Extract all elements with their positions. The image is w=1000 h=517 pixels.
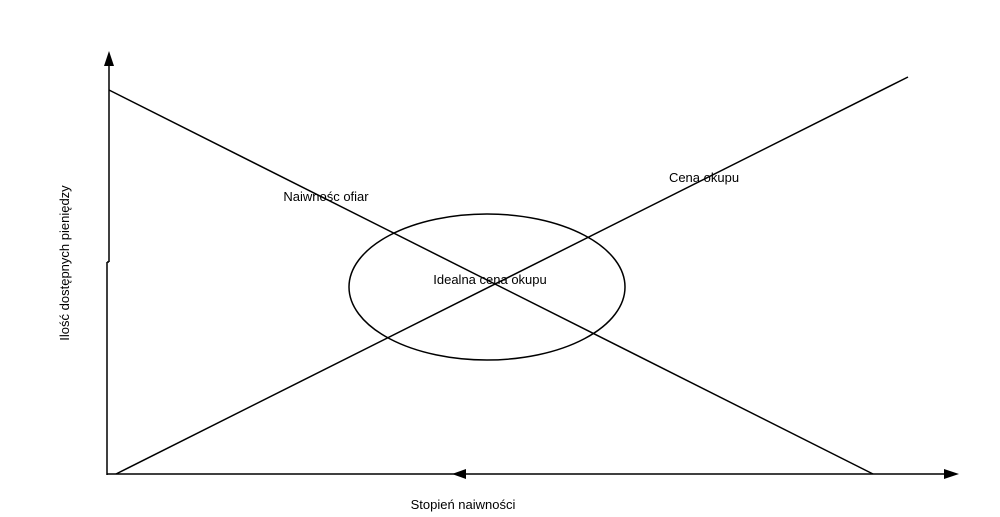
x-axis <box>107 469 959 479</box>
y-axis-arrow-icon <box>104 51 114 66</box>
ransom-price-line <box>115 76 909 475</box>
x-axis-midpoint-arrow-icon <box>452 469 466 479</box>
y-axis <box>104 51 114 475</box>
y-axis-label: Ilość dostępnych pieniędzy <box>57 185 72 341</box>
ideal-price-label: Idealna cena okupu <box>433 272 546 287</box>
ideal-price-ellipse <box>348 213 626 361</box>
x-axis-arrow-icon <box>944 469 959 479</box>
victim-naivety-line <box>108 89 874 475</box>
victim-naivety-label: Naiwnośc ofiar <box>283 189 369 204</box>
x-axis-label: Stopień naiwności <box>411 497 516 512</box>
ransom-price-label: Cena okupu <box>669 170 739 185</box>
